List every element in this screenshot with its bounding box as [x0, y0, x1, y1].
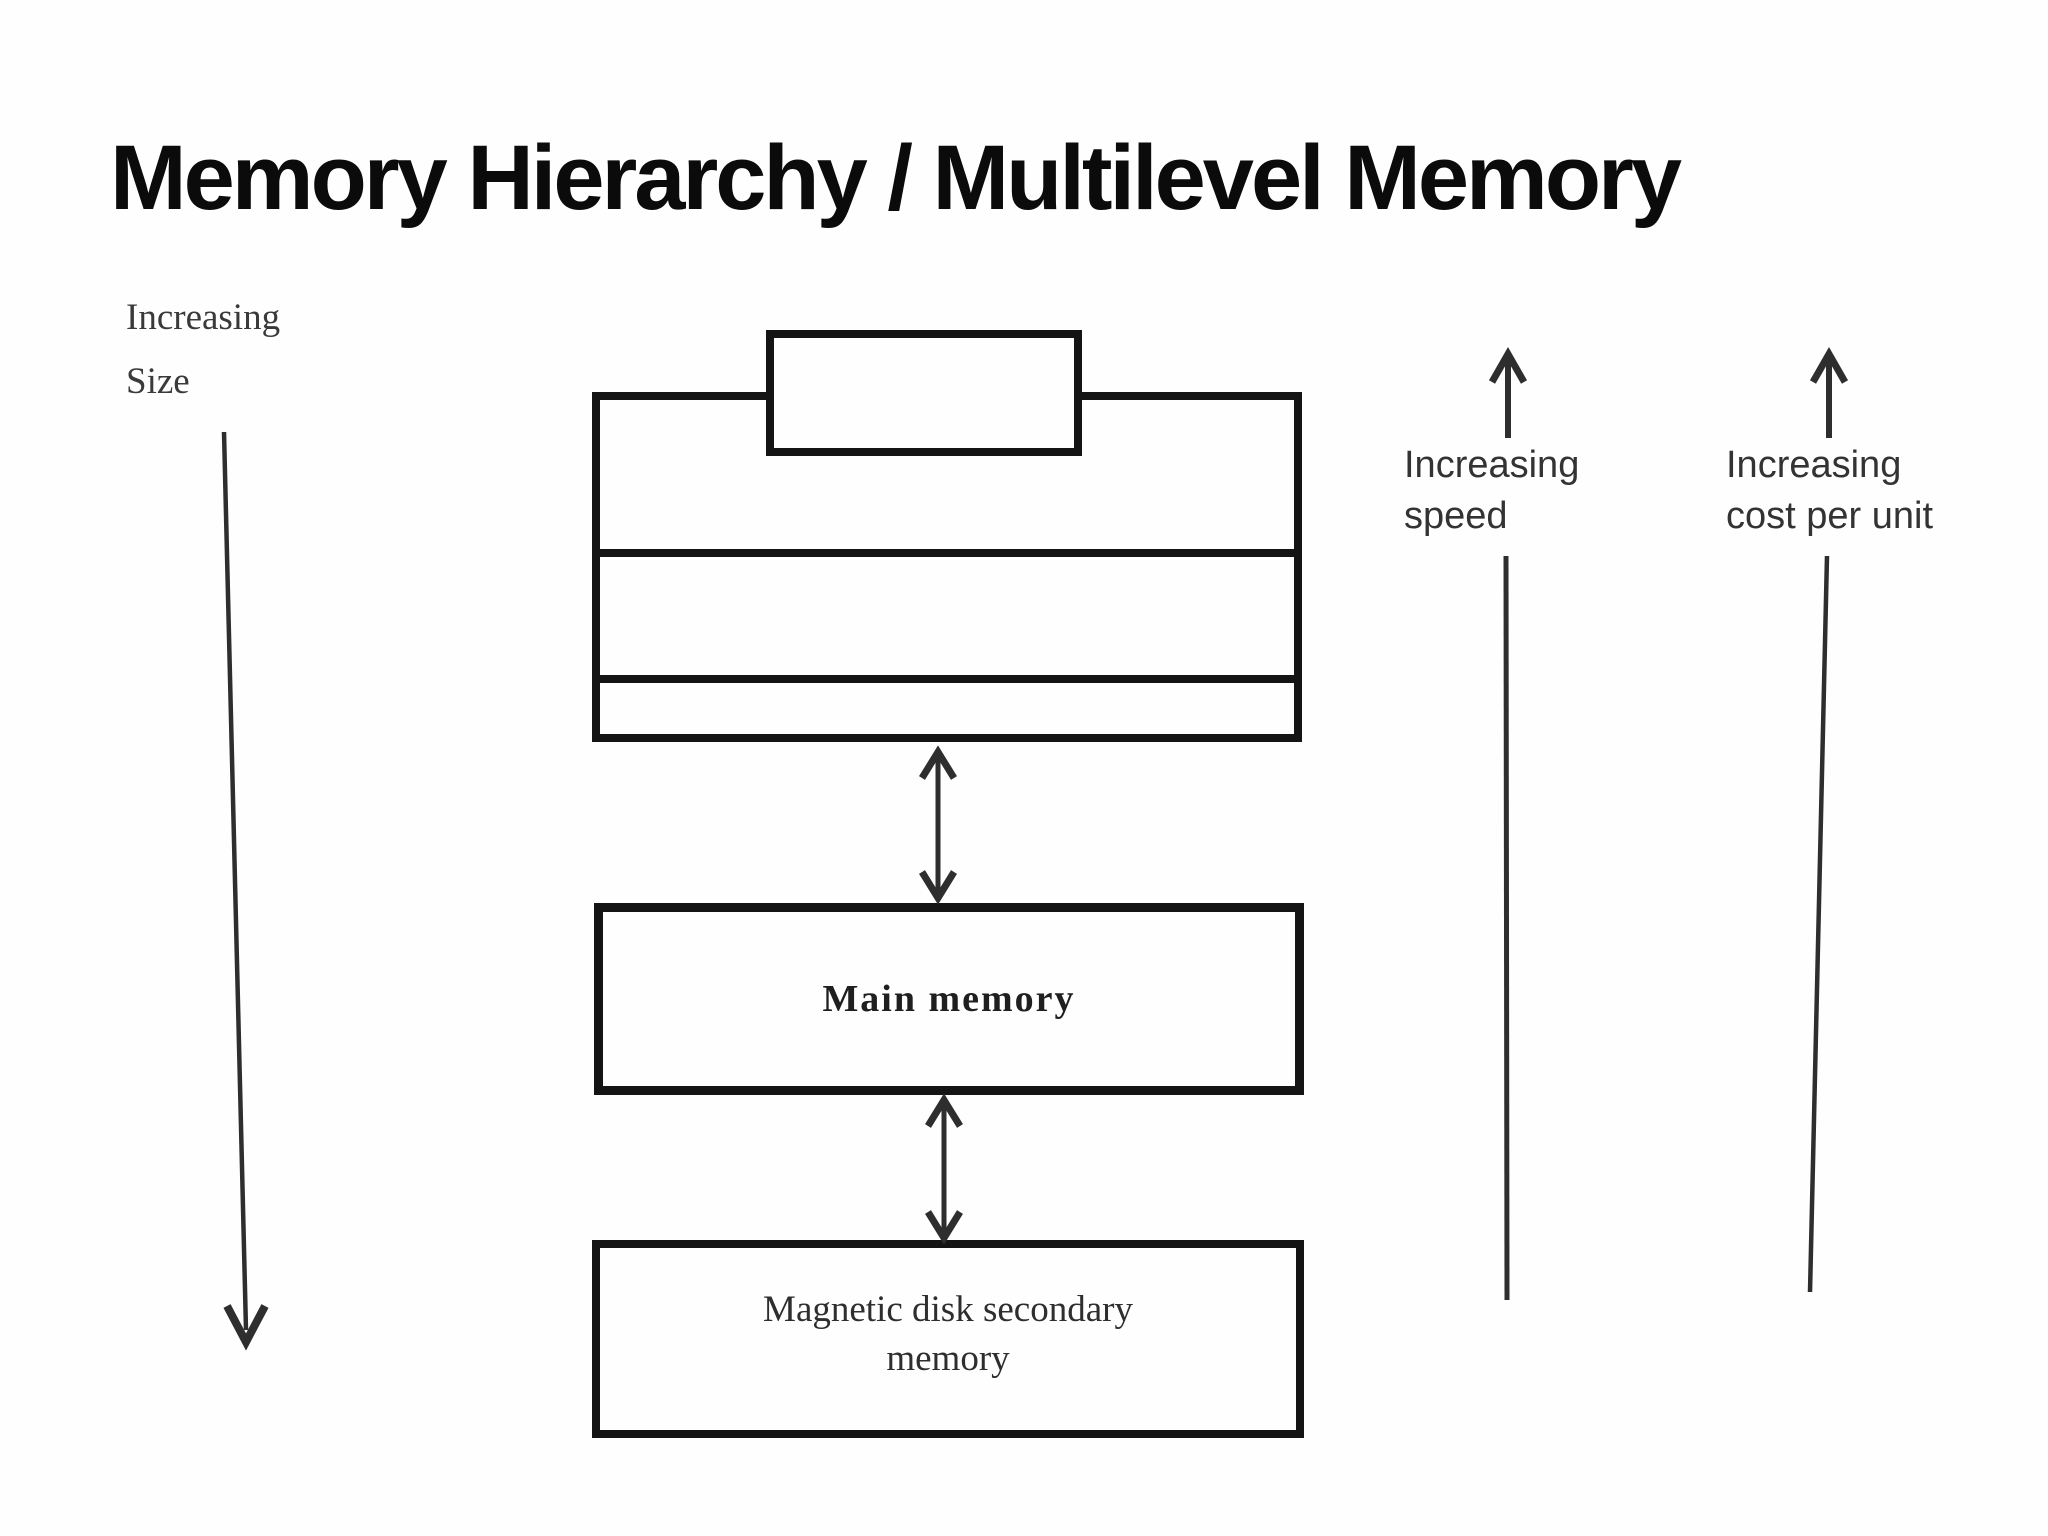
increasing-speed-label-line2: speed — [1404, 495, 1508, 537]
slide-title: Memory Hierarchy / Multilevel Memory — [110, 126, 1682, 229]
cache-mainmemory-arrow — [919, 745, 957, 905]
increasing-cost-label-line2: cost per unit — [1726, 495, 1933, 537]
mainmemory-disk-arrow — [925, 1093, 963, 1245]
main-memory-label: Main memory — [822, 978, 1076, 1020]
increasing-size-label: Increasing Size — [126, 286, 280, 414]
increasing-speed-label-line1: Increasing — [1404, 444, 1580, 486]
increasing-speed-label: Increasing speed — [1404, 440, 1579, 542]
increasing-cost-label-line1: Increasing — [1726, 444, 1902, 486]
secondary-memory-box: Magnetic disk secondary memory — [592, 1240, 1304, 1438]
cache-divider-2 — [600, 675, 1294, 683]
cache-divider-1 — [600, 549, 1294, 557]
secondary-memory-label-line1: Magnetic disk secondary — [763, 1289, 1133, 1330]
increasing-size-label-line1: Increasing — [126, 297, 281, 338]
increasing-size-label-line2: Size — [126, 361, 190, 402]
main-memory-box: Main memory — [594, 903, 1304, 1095]
increasing-cost-label: Increasing cost per unit — [1726, 440, 1933, 542]
increasing-size-arrow — [221, 431, 269, 1351]
secondary-memory-label-line2: memory — [886, 1338, 1010, 1379]
cpu-box — [766, 330, 1082, 456]
